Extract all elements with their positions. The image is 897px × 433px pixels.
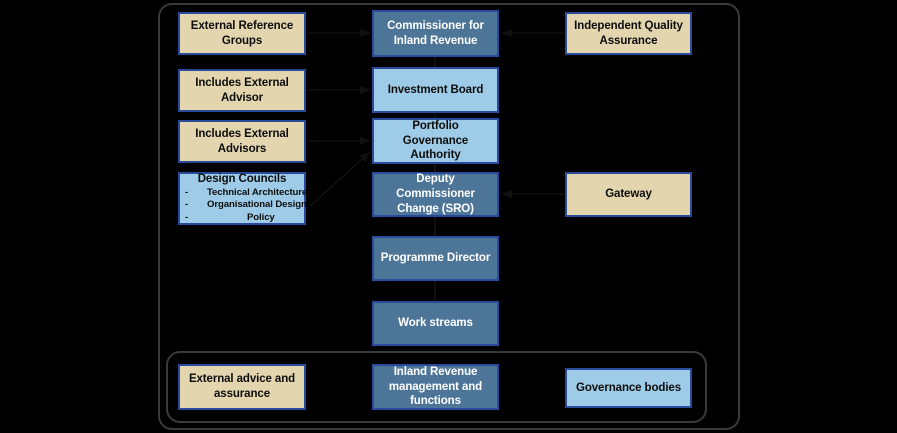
node-deputy-commissioner-change-sro[interactable]: Deputy Commissioner Change (SRO) — [372, 172, 499, 217]
node-includes-external-advisor[interactable]: Includes External Advisor — [178, 69, 306, 112]
node-programme-director[interactable]: Programme Director — [372, 236, 499, 281]
legend-item-governance-bodies[interactable]: Governance bodies — [565, 368, 692, 408]
design-councils-item-label: Policy — [247, 211, 275, 223]
bullet-dash-icon: - — [185, 199, 189, 211]
legend-item-external-advice[interactable]: External advice and assurance — [178, 364, 306, 410]
legend-item-label: Governance bodies — [575, 381, 682, 394]
node-label: Includes External Advisor — [195, 76, 289, 104]
node-label: Deputy Commissioner Change (SRO) — [396, 173, 475, 215]
bullet-dash-icon: - — [185, 187, 189, 198]
legend-item-inland-revenue-management[interactable]: Inland Revenue management and functions — [372, 364, 499, 410]
node-includes-external-advisors[interactable]: Includes External Advisors — [178, 120, 306, 163]
legend-item-label: External advice and assurance — [188, 373, 296, 400]
design-councils-item-label: Organisational Design — [207, 199, 307, 211]
node-external-reference-groups[interactable]: External Reference Groups — [178, 12, 306, 55]
node-label: External Reference Groups — [190, 19, 294, 47]
node-design-councils[interactable]: Design Councils - Technical Architecture… — [178, 172, 307, 225]
node-gateway[interactable]: Gateway — [565, 172, 692, 217]
node-label: Commissioner for Inland Revenue — [387, 19, 484, 47]
node-label: Includes External Advisors — [195, 127, 289, 155]
design-councils-item-label: Technical Architecture — [207, 187, 308, 198]
node-label: Programme Director — [380, 252, 491, 265]
node-portfolio-governance-authority[interactable]: Portfolio Governance Authority — [372, 118, 499, 164]
node-label: Portfolio Governance Authority — [402, 119, 469, 162]
legend-frame — [166, 351, 707, 423]
diagram-outer-frame — [158, 3, 740, 430]
design-councils-item: - Organisational Design — [185, 199, 307, 211]
design-councils-title: Design Councils — [197, 173, 287, 186]
design-councils-content: Design Councils - Technical Architecture… — [185, 173, 307, 224]
design-councils-item: - Policy — [185, 212, 299, 224]
node-commissioner-for-inland-revenue[interactable]: Commissioner for Inland Revenue — [372, 10, 499, 57]
node-label: Gateway — [605, 188, 652, 201]
node-label: Investment Board — [387, 83, 484, 96]
design-councils-item: - Technical Architecture — [185, 187, 307, 199]
legend-item-label: Inland Revenue management and functions — [388, 365, 483, 408]
node-label: Work streams — [398, 317, 473, 330]
node-independent-quality-assurance[interactable]: Independent Quality Assurance — [565, 12, 692, 55]
node-label: Independent Quality Assurance — [574, 19, 683, 47]
node-work-streams[interactable]: Work streams — [372, 301, 499, 346]
bullet-dash-icon: - — [185, 211, 189, 223]
node-investment-board[interactable]: Investment Board — [372, 67, 499, 113]
